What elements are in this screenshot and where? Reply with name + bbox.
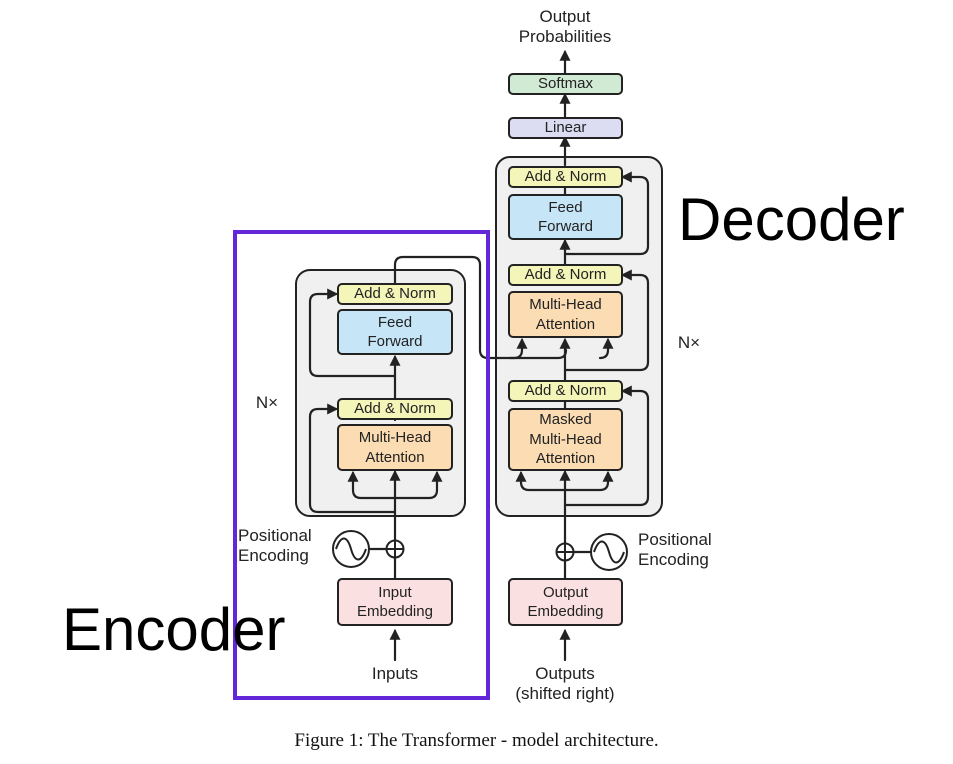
encoder-stack (295, 269, 466, 517)
cross-attn-kv-left (508, 337, 528, 360)
decoder-positional-encoding-label: Positional Encoding (638, 530, 712, 569)
encoder-residual-2 (308, 288, 397, 378)
encoder-residual-1 (308, 403, 397, 514)
decoder-feed-forward: Feed Forward (508, 194, 623, 240)
linear-block: Linear (508, 117, 623, 139)
encoder-to-decoder-link (393, 255, 568, 360)
encoder-highlight-box (233, 230, 490, 700)
encoder-attn-branch-left (347, 470, 397, 500)
encoder-title: Encoder (62, 596, 286, 663)
encoder-sum-symbol (385, 539, 405, 559)
encoder-sine-icon (332, 530, 370, 568)
figure-caption: Figure 1: The Transformer - model archit… (294, 730, 659, 751)
encoder-add-norm-bottom: Add & Norm (337, 398, 453, 420)
cross-attn-kv-right (598, 337, 614, 360)
decoder-masked-branch-right (563, 470, 614, 492)
decoder-masked-branch-left (515, 470, 567, 492)
decoder-outputs-label: Outputs (shifted right) (515, 664, 615, 703)
decoder-add-norm-middle: Add & Norm (508, 264, 623, 286)
decoder-residual-1 (563, 385, 650, 507)
decoder-sine-icon (590, 533, 628, 571)
decoder-multi-head-attention: Multi-Head Attention (508, 291, 623, 338)
encoder-inputs-label: Inputs (371, 664, 419, 683)
encoder-attn-branch-right (393, 470, 443, 500)
decoder-masked-multi-head-attention: Masked Multi-Head Attention (508, 408, 623, 471)
decoder-residual-3 (563, 171, 650, 256)
decoder-add-norm-top: Add & Norm (508, 166, 623, 188)
decoder-sum-symbol (555, 542, 575, 562)
decoder-residual-2 (563, 269, 650, 372)
softmax-block: Softmax (508, 73, 623, 95)
output-probabilities-label: Output Probabilities (518, 7, 612, 46)
decoder-title: Decoder (678, 186, 905, 253)
encoder-positional-encoding-label: Positional Encoding (238, 526, 312, 565)
encoder-feed-forward: Feed Forward (337, 309, 453, 355)
encoder-add-norm-top: Add & Norm (337, 283, 453, 305)
decoder-add-norm-bottom: Add & Norm (508, 380, 623, 402)
encoder-multi-head-attention: Multi-Head Attention (337, 424, 453, 471)
decoder-nx-label: N× (677, 333, 701, 352)
encoder-input-embedding: Input Embedding (337, 578, 453, 626)
encoder-nx-label: N× (255, 393, 279, 412)
decoder-output-embedding: Output Embedding (508, 578, 623, 626)
